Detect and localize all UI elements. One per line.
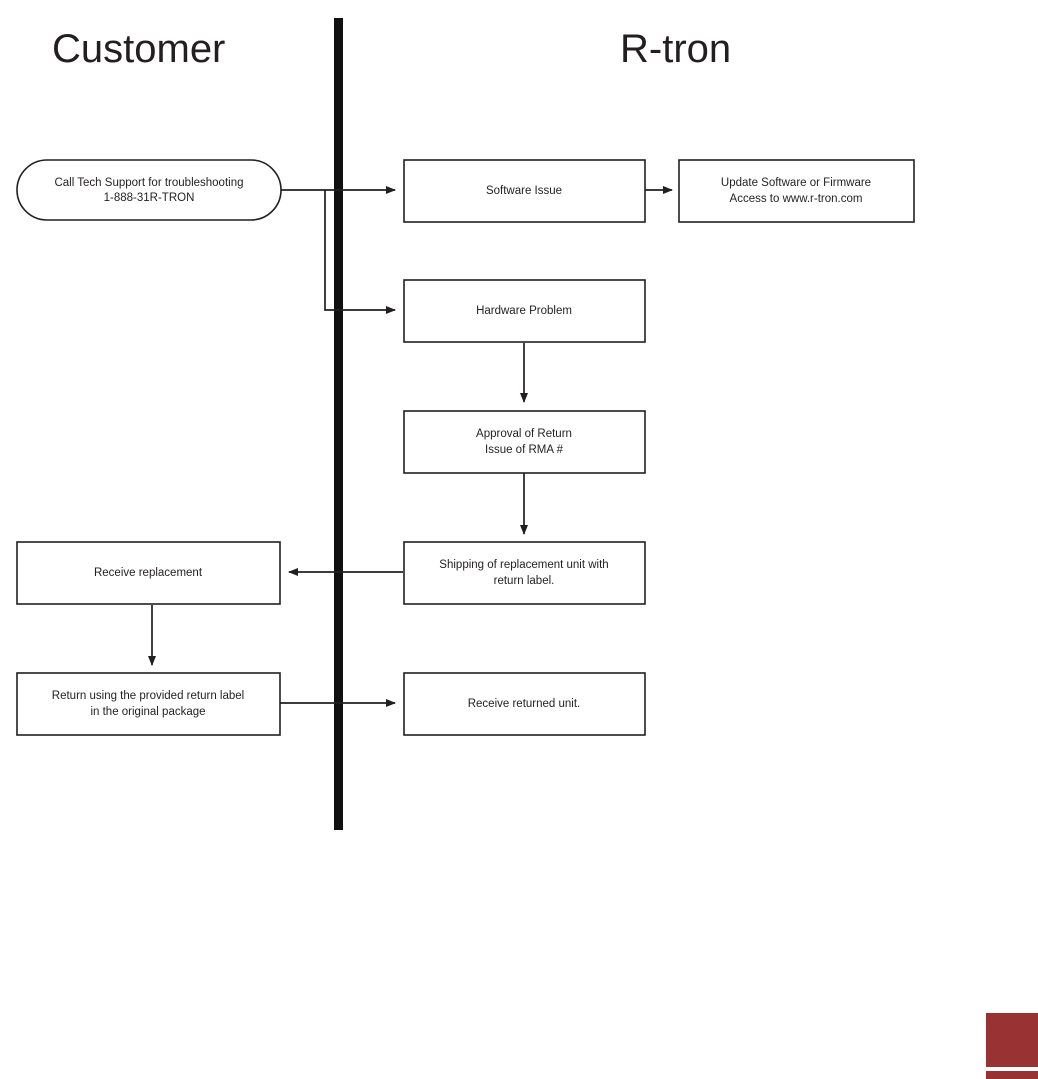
node-shipping-replacement-line-2: return label. <box>494 575 555 587</box>
node-receive-replacement-shape <box>16 541 281 605</box>
node-shipping-replacement-line-1: Shipping of replacement unit with <box>439 559 608 571</box>
node-software-issue[interactable]: Software Issue <box>403 159 646 223</box>
corner-logo <box>986 1013 1038 1079</box>
node-return-using-label-line-2: in the original package <box>90 706 205 718</box>
node-return-using-label[interactable]: Return using the provided return label i… <box>16 672 281 736</box>
lane-title-rtron: R-tron <box>620 27 731 71</box>
lane-title-customer: Customer <box>52 27 225 71</box>
node-receive-returned-unit[interactable]: Receive returned unit. <box>403 672 646 736</box>
node-approval-of-return[interactable]: Approval of Return Issue of RMA # <box>403 410 646 474</box>
node-shipping-replacement-shape <box>403 541 646 605</box>
node-call-tech-support-line-2: 1-888-31R-TRON <box>104 192 195 204</box>
corner-logo-square <box>986 1013 1038 1067</box>
node-call-tech-support[interactable]: Call Tech Support for troubleshooting 1-… <box>16 159 282 221</box>
node-approval-of-return-shape <box>403 410 646 474</box>
node-return-using-label-line-1: Return using the provided return label <box>52 690 244 702</box>
lane-divider <box>334 18 343 830</box>
node-return-using-label-shape <box>16 672 281 736</box>
node-approval-of-return-line-2: Issue of RMA # <box>485 444 564 456</box>
node-update-software-firmware-line-2: Access to www.r-tron.com <box>730 193 863 205</box>
node-hardware-problem[interactable]: Hardware Problem <box>403 279 646 343</box>
node-software-issue-shape <box>403 159 646 223</box>
corner-logo-bar <box>986 1071 1038 1079</box>
node-receive-replacement[interactable]: Receive replacement <box>16 541 281 605</box>
node-approval-of-return-line-1: Approval of Return <box>476 428 572 440</box>
node-update-software-firmware-shape <box>678 159 915 223</box>
node-shipping-replacement[interactable]: Shipping of replacement unit with return… <box>403 541 646 605</box>
node-call-tech-support-shape <box>16 159 282 221</box>
node-receive-returned-unit-shape <box>403 672 646 736</box>
edge-call-to-hardware <box>324 190 396 314</box>
node-hardware-problem-shape <box>403 279 646 343</box>
node-update-software-firmware-line-1: Update Software or Firmware <box>721 177 871 189</box>
node-receive-returned-unit-line-1: Receive returned unit. <box>468 698 581 710</box>
node-call-tech-support-line-1: Call Tech Support for troubleshooting <box>54 177 243 189</box>
node-update-software-firmware[interactable]: Update Software or Firmware Access to ww… <box>678 159 915 223</box>
node-software-issue-line-1: Software Issue <box>486 185 562 197</box>
node-hardware-problem-line-1: Hardware Problem <box>476 305 572 317</box>
node-receive-replacement-line-1: Receive replacement <box>94 567 203 579</box>
